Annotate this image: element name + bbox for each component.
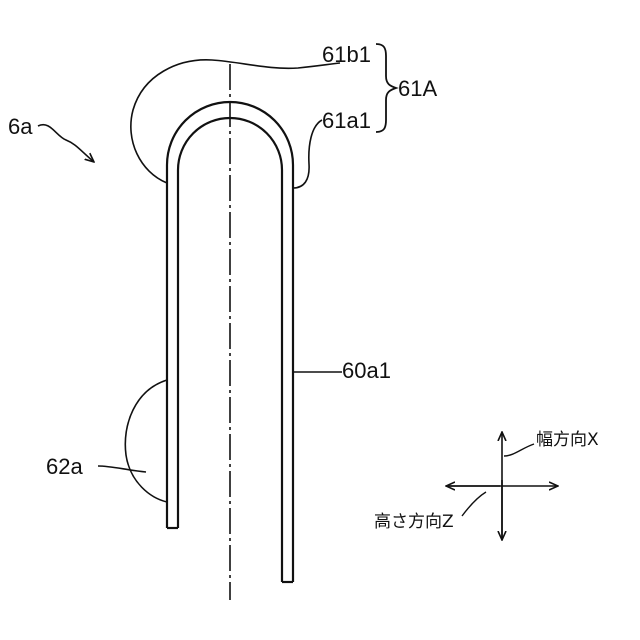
label-61a1: 61a1 bbox=[322, 110, 371, 132]
assembly-arrow bbox=[38, 125, 94, 162]
label-61b1: 61b1 bbox=[322, 44, 371, 66]
label-61A: 61A bbox=[398, 78, 437, 100]
label-6a: 6a bbox=[8, 116, 32, 138]
group-bracket bbox=[376, 44, 396, 132]
bulge-leader-62a bbox=[98, 466, 146, 472]
label-width-direction: 幅方向X bbox=[536, 432, 599, 449]
width-label-leader bbox=[504, 444, 534, 456]
label-62a: 62a bbox=[46, 456, 83, 478]
right-bulge-lead bbox=[293, 120, 322, 188]
label-height-direction: 高さ方向Z bbox=[374, 514, 454, 531]
label-60a1: 60a1 bbox=[342, 360, 391, 382]
height-label-leader bbox=[462, 492, 486, 516]
lower-bulge-outline bbox=[125, 380, 167, 502]
